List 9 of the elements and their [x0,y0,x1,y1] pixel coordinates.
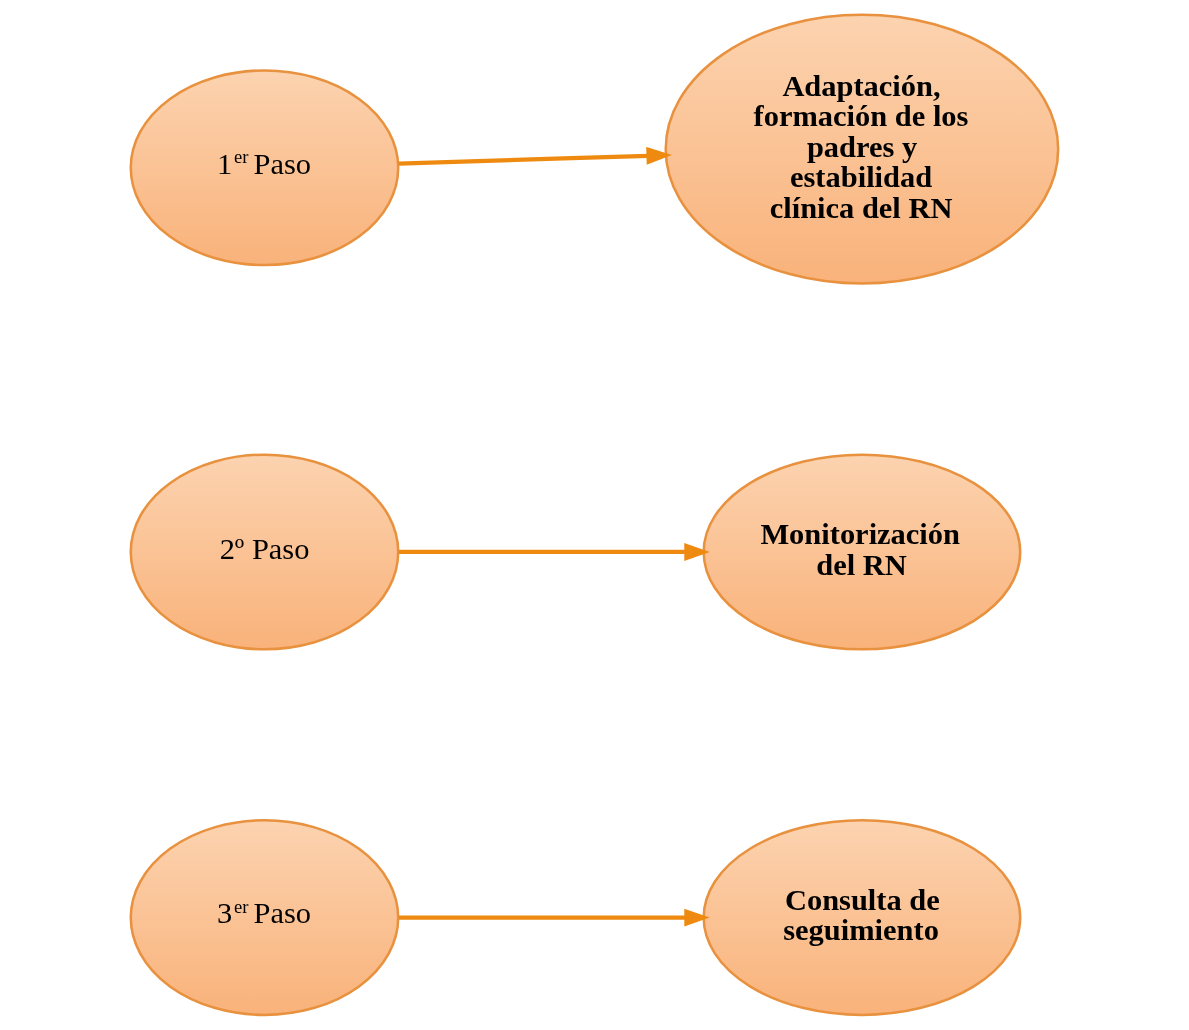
node-ellipse: 2º Paso [129,453,400,651]
node-ellipse: Monitorización del RN [702,453,1022,651]
arrow [398,543,710,561]
arrow [398,146,672,166]
arrow [398,908,710,927]
node-ellipse: 1$^{er}$ Paso [129,69,400,267]
node-ellipse: 3$^{er}$ Paso [129,819,400,1017]
node-ellipse: Adaptación, formación de los padres y estabilidad clínica del RN [664,13,1060,285]
node-ellipse: Consulta de seguimiento [702,819,1022,1017]
